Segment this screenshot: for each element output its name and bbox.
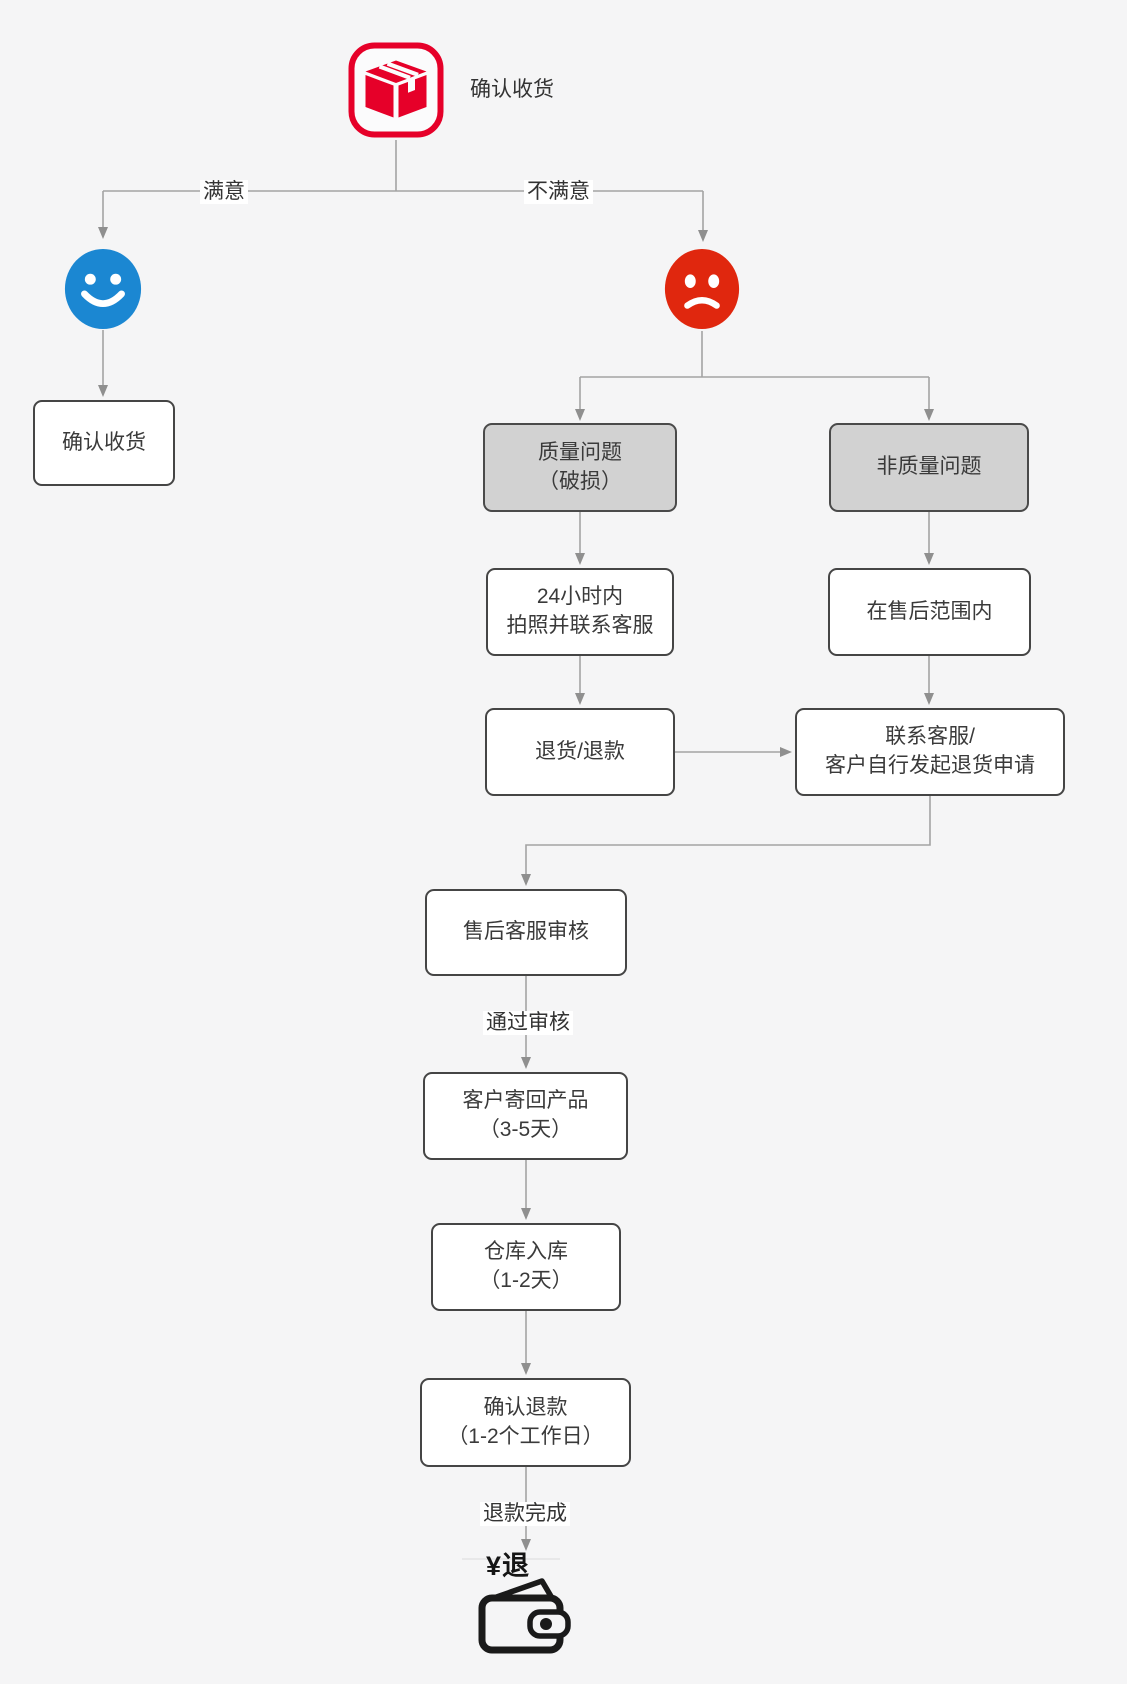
- edge-start-split: [103, 140, 703, 192]
- node-text: 客户寄回产品: [462, 1089, 589, 1113]
- package-icon: [348, 42, 444, 138]
- node-text: 退货/退款: [535, 739, 625, 763]
- yen-refund-text: ¥退: [486, 1551, 531, 1581]
- node-text: （破损）: [538, 469, 622, 493]
- node-text: （3-5天）: [478, 1118, 573, 1141]
- start-node-label: 确认收货: [470, 78, 554, 101]
- node-text: 联系客服/: [885, 725, 975, 749]
- edge-frowny-split: [580, 331, 929, 378]
- node-after-sale-review: 售后客服审核: [425, 889, 627, 976]
- edge-label-review-passed: 通过审核: [483, 1011, 573, 1035]
- node-within-after-sale-scope: 在售后范围内: [828, 568, 1031, 656]
- node-return-or-refund: 退货/退款: [485, 708, 675, 796]
- node-confirm-receipt: 确认收货: [33, 400, 175, 486]
- node-quality-issue: 质量问题 （破损）: [483, 423, 677, 512]
- edge-label-refund-completed: 退款完成: [480, 1502, 570, 1526]
- node-photo-within-24h: 24小时内 拍照并联系客服: [486, 568, 674, 656]
- node-text: 客户自行发起退货申请: [825, 754, 1035, 777]
- node-text: 确认退款: [483, 1395, 568, 1419]
- branch-label-satisfied: 满意: [200, 180, 248, 204]
- node-text: （1-2天）: [479, 1269, 573, 1292]
- node-text: 质量问题: [538, 440, 622, 464]
- node-text: 在售后范围内: [866, 599, 993, 623]
- node-warehouse-inbound: 仓库入库 （1-2天）: [431, 1223, 621, 1311]
- node-text: （1-2个工作日）: [447, 1424, 604, 1448]
- node-text: 仓库入库: [484, 1240, 568, 1264]
- node-text: 售后客服审核: [463, 920, 589, 944]
- frowny-face-icon: [664, 248, 740, 330]
- wallet-refund-icon: [478, 1578, 571, 1654]
- branch-label-unsatisfied: 不满意: [524, 180, 593, 204]
- node-confirm-refund: 确认退款 （1-2个工作日）: [420, 1378, 631, 1467]
- node-text: 非质量问题: [876, 455, 982, 479]
- node-non-quality-issue: 非质量问题: [829, 423, 1029, 512]
- node-text: 拍照并联系客服: [506, 614, 654, 637]
- node-contact-customer-service: 联系客服/ 客户自行发起退货申请: [795, 708, 1065, 796]
- node-customer-sends-back: 客户寄回产品 （3-5天）: [423, 1072, 628, 1160]
- edge-contact-to-review: [521, 796, 931, 886]
- node-text: 确认收货: [62, 430, 146, 454]
- node-text: 24小时内: [536, 585, 624, 609]
- smiley-face-icon: [64, 248, 142, 329]
